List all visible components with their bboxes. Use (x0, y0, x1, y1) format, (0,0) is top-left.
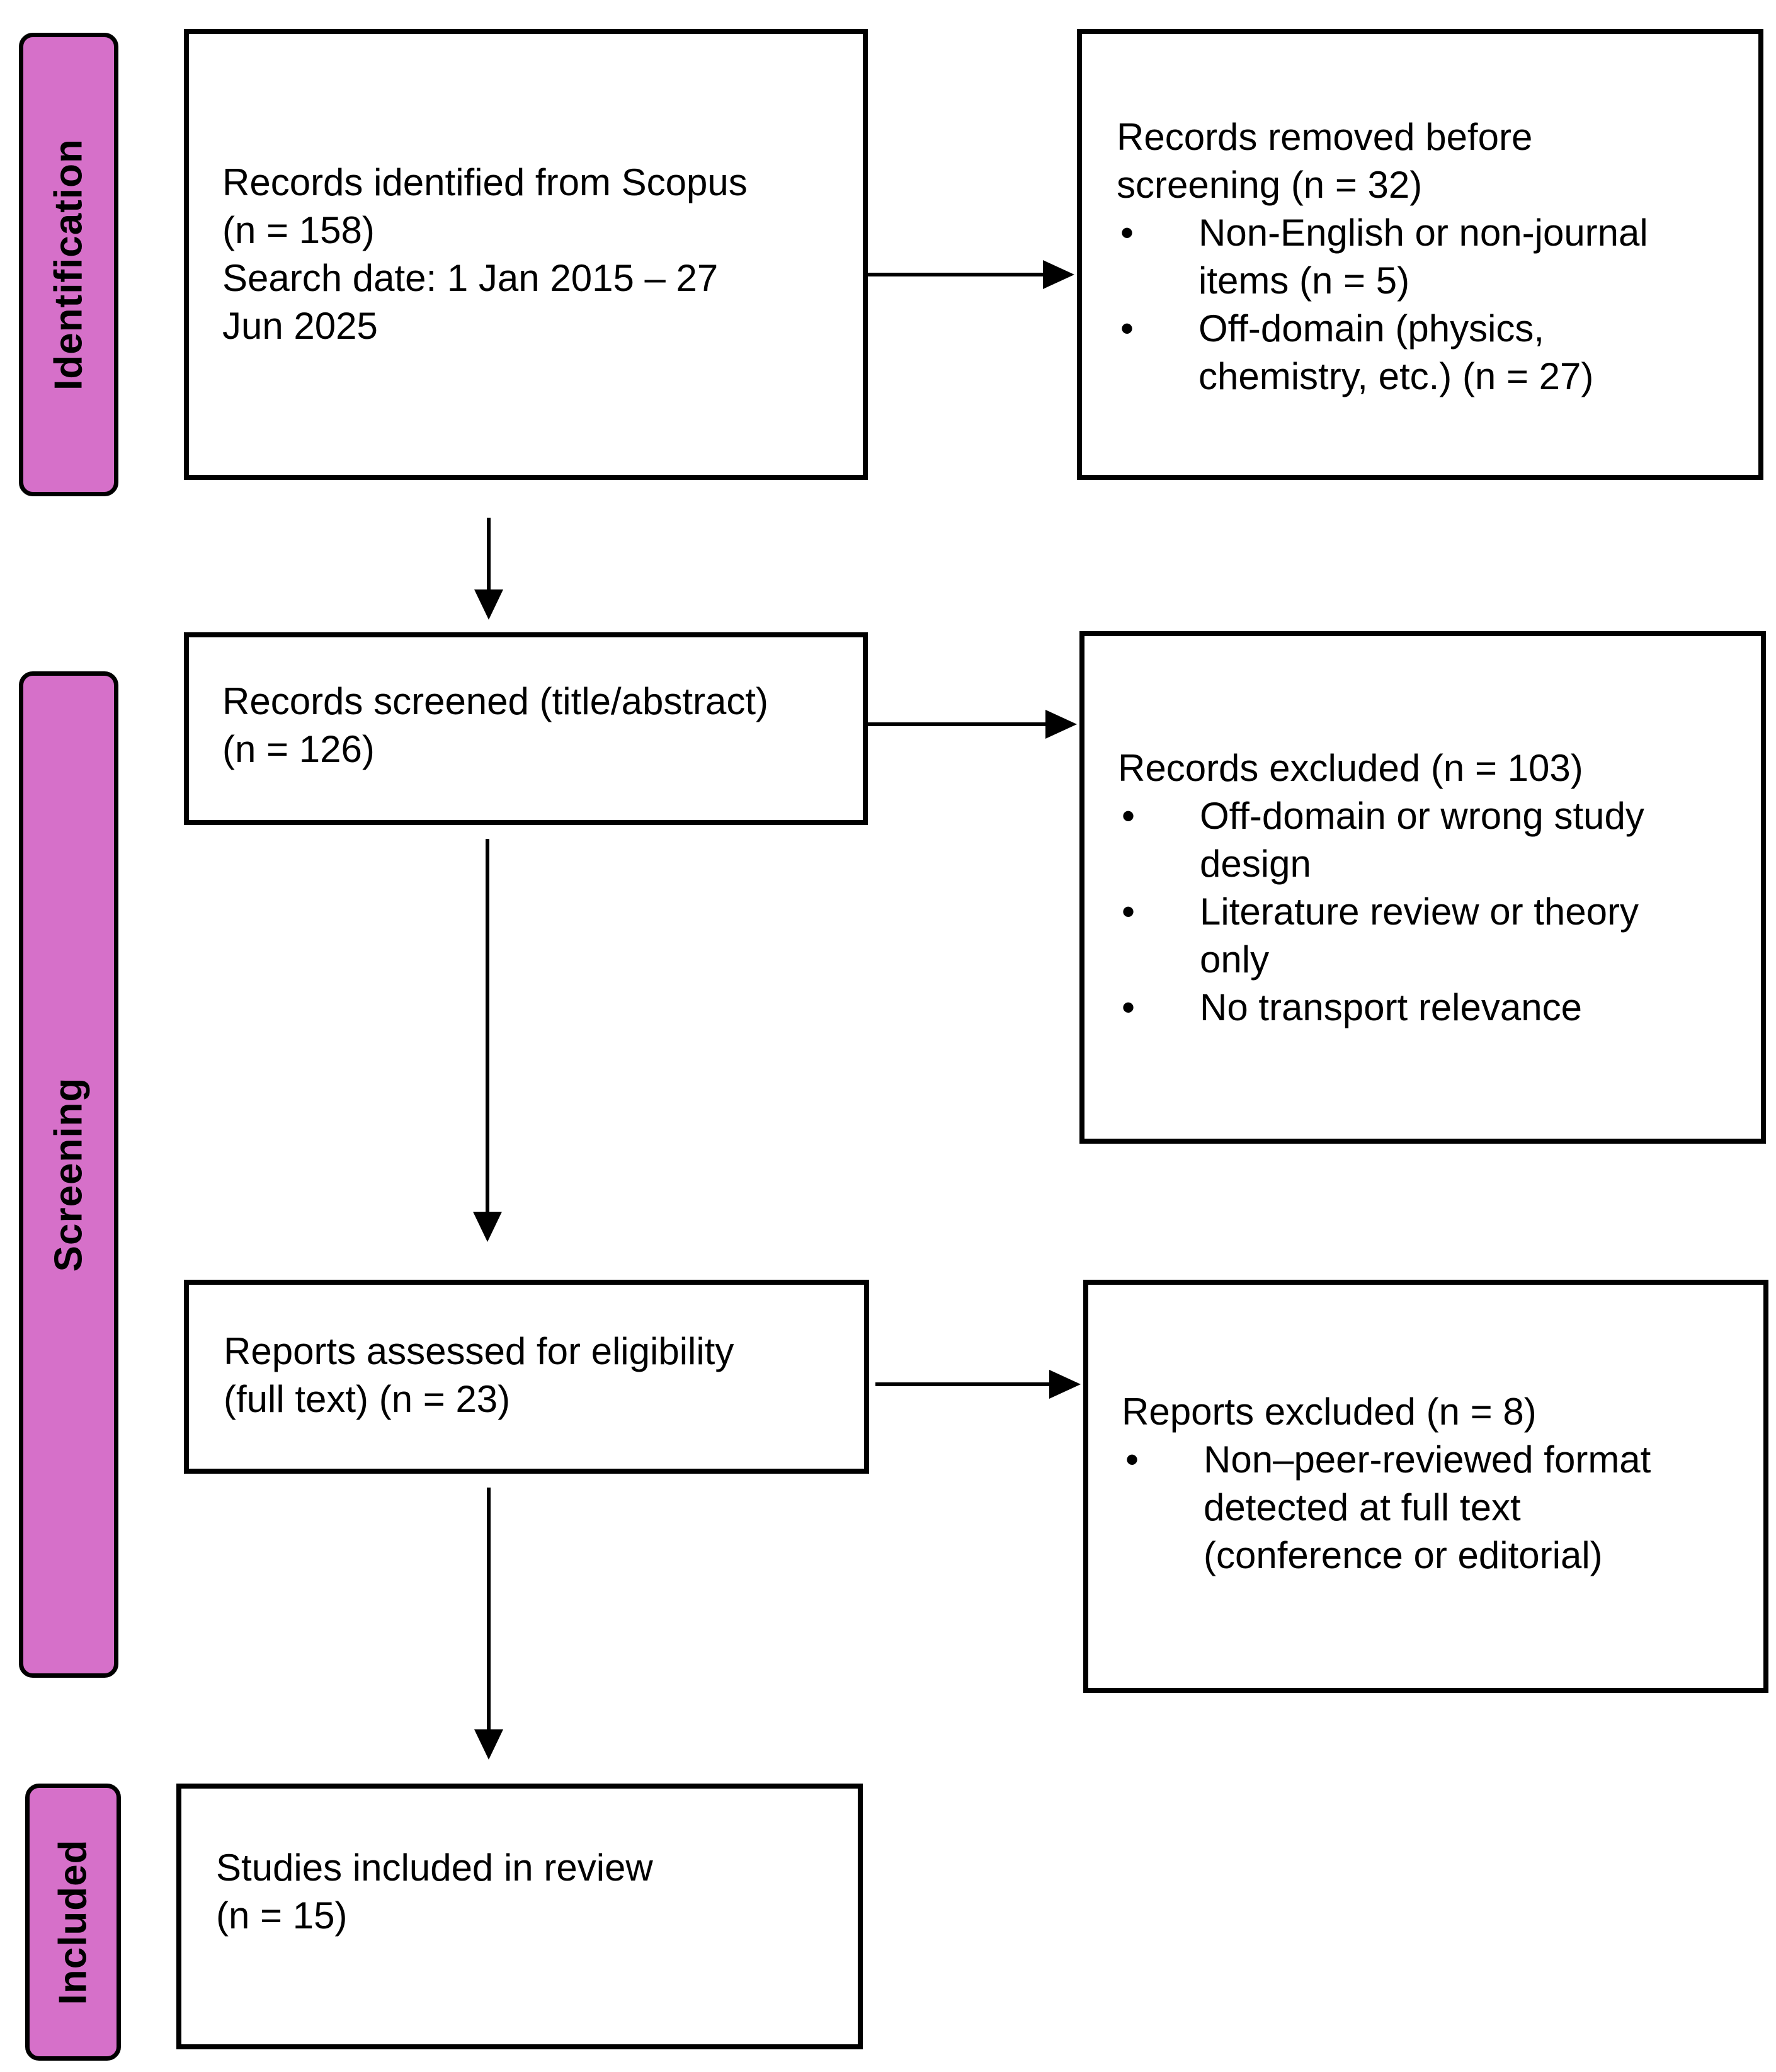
reports-assessed-line: (full text) (n = 23) (224, 1378, 511, 1420)
arrow-to-included (474, 1488, 503, 1760)
records-screened-line: Records screened (title/abstract) (222, 680, 769, 722)
arrow-to-removed (868, 260, 1074, 289)
bullet-line: Off-domain (physics, (1198, 307, 1545, 350)
studies-included-line: Studies included in review (216, 1847, 653, 1889)
phase-included: Included (25, 1784, 121, 2061)
records-excluded-text: Records excluded (n = 103) • Off-domain … (1118, 744, 1644, 1032)
reports-assessed-line: Reports assessed for eligibility (224, 1330, 734, 1372)
phase-screening: Screening (19, 671, 118, 1678)
reports-assessed-text: Reports assessed for eligibility (full t… (224, 1328, 734, 1423)
records-removed-line: Records removed before (1117, 116, 1533, 158)
records-screened-line: (n = 126) (222, 728, 375, 770)
records-identified-line: Records identified from Scopus (222, 161, 748, 203)
box-records-excluded (1079, 631, 1766, 1144)
reports-excluded-bullet: • Non–peer-reviewed format detected at f… (1122, 1436, 1651, 1580)
box-records-screened (184, 632, 868, 825)
bullet-line: Non-English or non-journal (1198, 212, 1648, 254)
records-identified-text: Records identified from Scopus (n = 158)… (222, 159, 748, 350)
bullet-dot: • (1120, 307, 1134, 350)
records-removed-bullets: • Non-English or non-journal items (n = … (1117, 209, 1648, 401)
bullet-line: No transport relevance (1200, 986, 1582, 1028)
reports-excluded-bullets: • Non–peer-reviewed format detected at f… (1122, 1436, 1651, 1580)
records-removed-text: Records removed before screening (n = 32… (1117, 113, 1648, 401)
bullet-line: design (1200, 843, 1311, 885)
records-screened-text: Records screened (title/abstract) (n = 1… (222, 678, 768, 773)
bullet-line: Literature review or theory (1200, 891, 1639, 933)
records-identified-line: Search date: 1 Jan 2015 – 27 (222, 257, 719, 299)
records-excluded-bullet: • Off-domain or wrong study design (1118, 792, 1644, 888)
records-excluded-bullet: • Literature review or theory only (1118, 888, 1644, 984)
bullet-line: Off-domain or wrong study (1200, 795, 1644, 837)
bullet-dot: • (1122, 986, 1136, 1028)
box-studies-included (176, 1784, 863, 2049)
bullet-line: chemistry, etc.) (n = 27) (1198, 355, 1594, 397)
bullet-line: (conference or editorial) (1204, 1534, 1603, 1576)
arrow-to-reports-excluded (875, 1370, 1081, 1399)
bullet-line: items (n = 5) (1198, 259, 1410, 302)
bullet-line: detected at full text (1204, 1486, 1521, 1528)
bullet-dot: • (1120, 212, 1134, 254)
records-removed-bullet: • Off-domain (physics, chemistry, etc.) … (1117, 305, 1648, 401)
arrow-to-excluded (868, 710, 1077, 739)
records-removed-bullet: • Non-English or non-journal items (n = … (1117, 209, 1648, 305)
phase-identification: Identification (19, 33, 118, 496)
records-removed-line: screening (n = 32) (1117, 164, 1423, 206)
arrow-to-assessed (473, 839, 502, 1242)
records-excluded-line: Records excluded (n = 103) (1118, 747, 1583, 789)
bullet-dot: • (1122, 795, 1136, 837)
studies-included-line: (n = 15) (216, 1894, 348, 1937)
bullet-dot: • (1122, 891, 1136, 933)
bullet-line: Non–peer-reviewed format (1204, 1438, 1651, 1481)
records-identified-line: Jun 2025 (222, 305, 378, 347)
bullet-dot: • (1125, 1438, 1139, 1481)
records-excluded-bullet: • No transport relevance (1118, 984, 1644, 1032)
reports-excluded-line: Reports excluded (n = 8) (1122, 1391, 1537, 1433)
box-records-removed (1077, 29, 1763, 480)
studies-included-text: Studies included in review (n = 15) (216, 1844, 653, 1940)
bullet-line: only (1200, 938, 1270, 981)
box-reports-excluded (1083, 1280, 1768, 1693)
arrow-to-screened (474, 518, 503, 620)
box-reports-assessed (184, 1280, 869, 1474)
reports-excluded-text: Reports excluded (n = 8) • Non–peer-revi… (1122, 1388, 1651, 1580)
box-records-identified (184, 29, 868, 480)
records-identified-line: (n = 158) (222, 209, 375, 251)
records-excluded-bullets: • Off-domain or wrong study design • Lit… (1118, 792, 1644, 1032)
